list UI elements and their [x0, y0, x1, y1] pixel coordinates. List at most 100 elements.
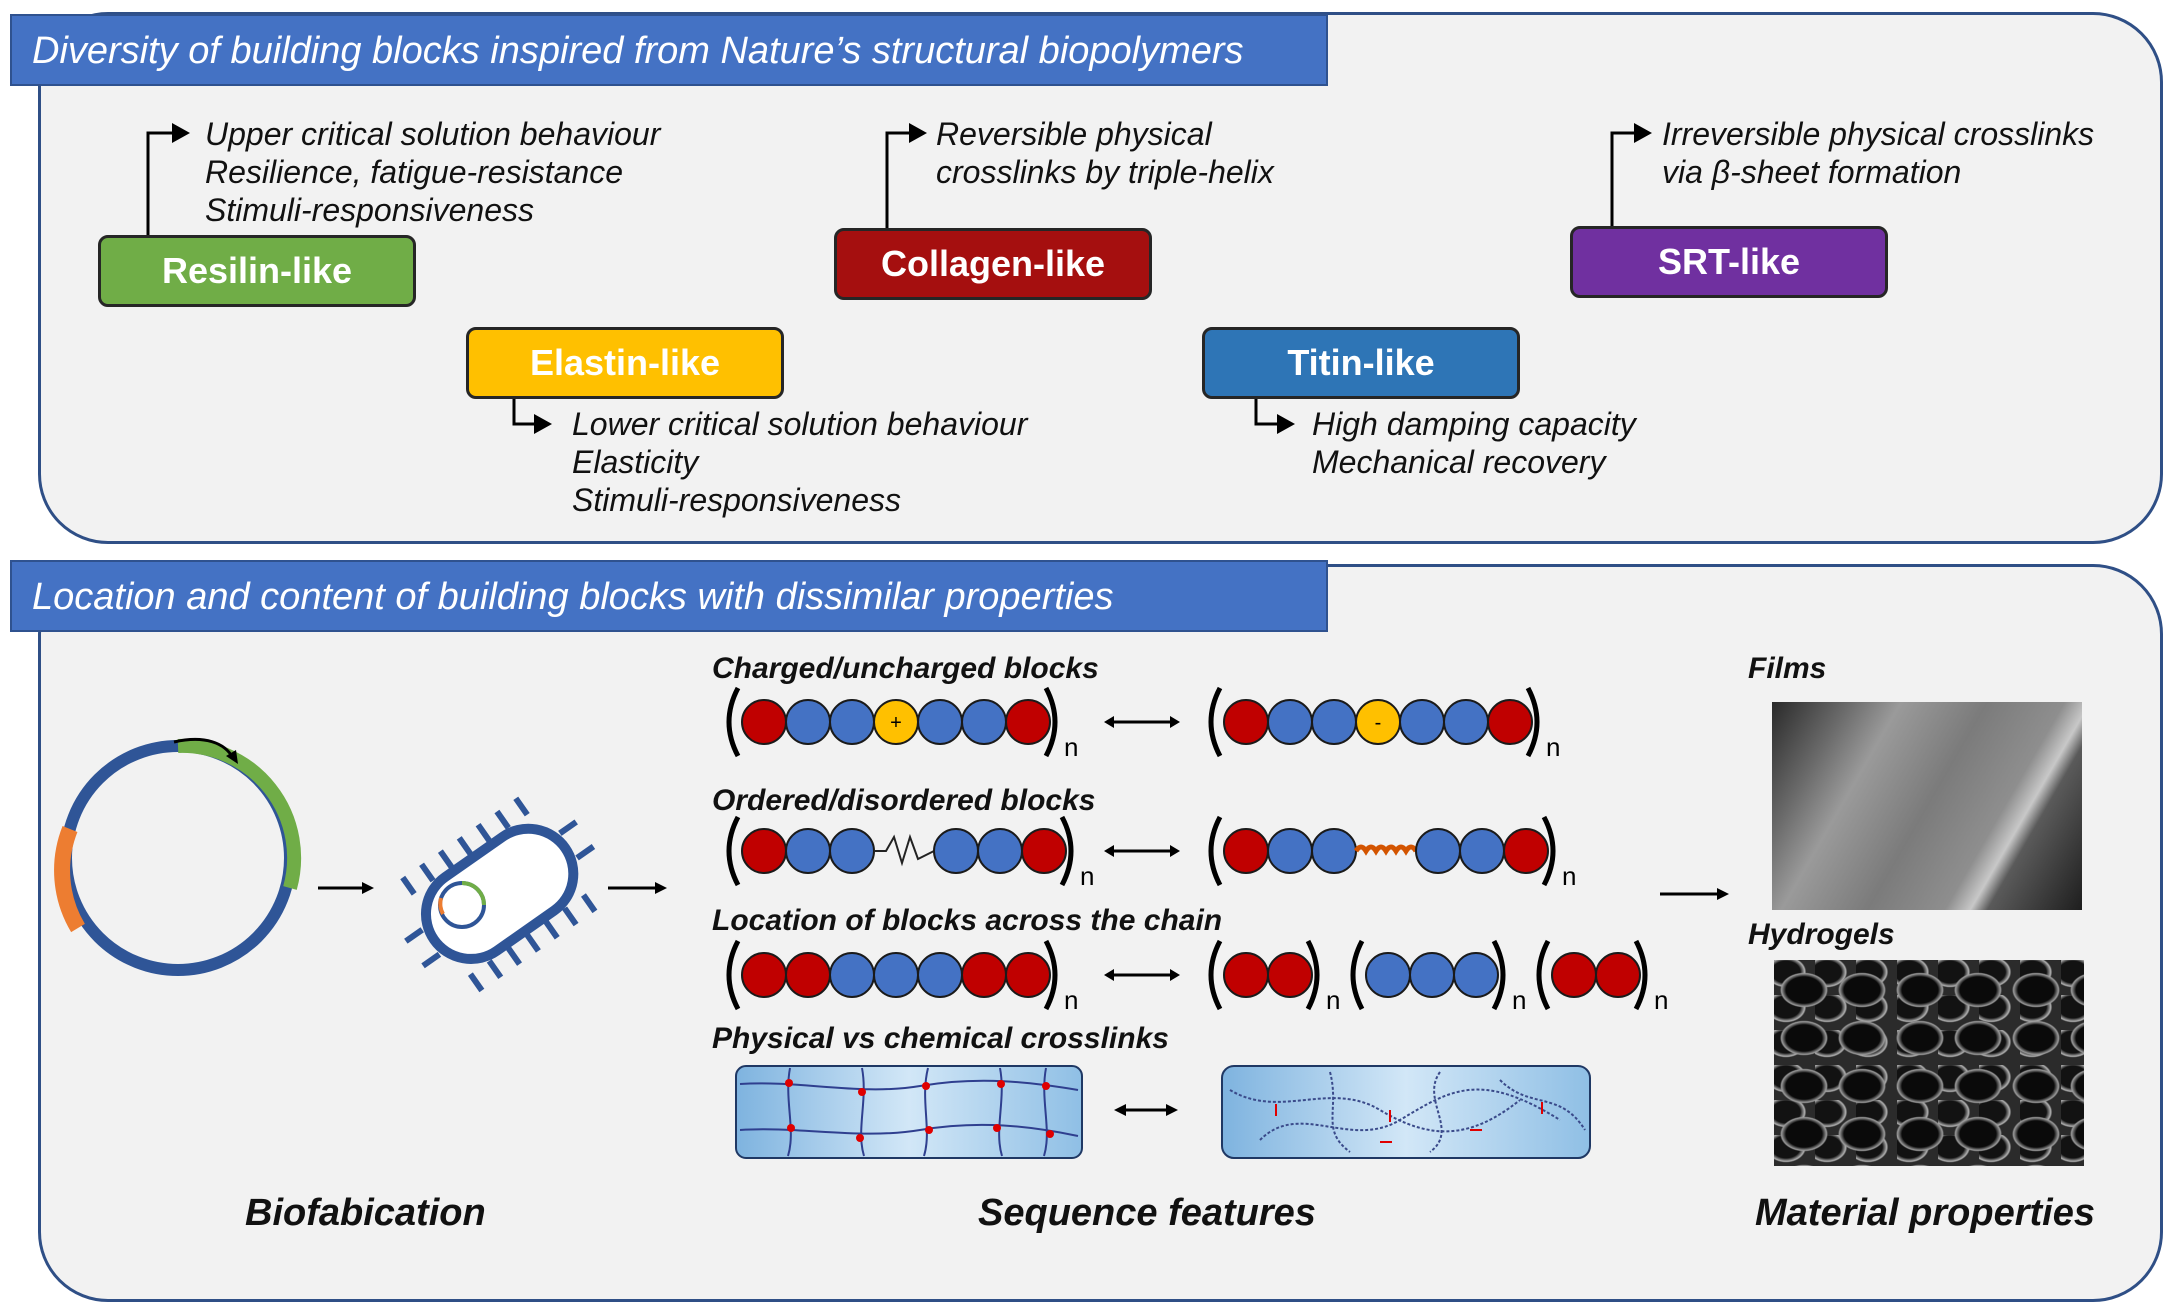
double-arrow-head [1170, 716, 1180, 728]
bead-blue [873, 952, 919, 998]
titin-desc-1: High damping capacity [1312, 406, 1636, 442]
repeat-subscript: n [1326, 985, 1340, 1015]
bead-red [1223, 952, 1269, 998]
cell-pilus [475, 822, 493, 843]
charged-blocks-label: Charged/uncharged blocks [712, 652, 1099, 685]
titin-arrowhead [1277, 414, 1295, 434]
cell-plasmid-marker [438, 897, 445, 915]
open-paren [726, 939, 741, 1011]
titin-like-block: Titin-like [1202, 327, 1520, 399]
ordered-linker [1353, 844, 1419, 856]
bead-blue [917, 952, 963, 998]
elastin-desc-3: Stimuli-responsiveness [572, 482, 902, 518]
charge-symbol: - [1375, 712, 1382, 734]
repeat-subscript: n [1064, 732, 1078, 762]
srt-like-block: SRT-like [1570, 226, 1888, 298]
bead-blue [1365, 952, 1411, 998]
bead-blue [1399, 699, 1445, 745]
hydrogels-label: Hydrogels [1748, 918, 1895, 951]
open-paren [1536, 939, 1551, 1011]
cell-pilus [456, 836, 474, 857]
cell-pilus [505, 946, 523, 966]
cell-pilus [562, 906, 579, 927]
bead-red [1223, 828, 1269, 874]
bead-blue [1459, 828, 1505, 874]
cell-pilus [419, 862, 436, 883]
crosslinks-label: Physical vs chemical crosslinks [712, 1022, 1169, 1055]
elastin-desc-2: Elasticity [572, 444, 699, 480]
bead-red [741, 699, 787, 745]
resilin-arrow [146, 131, 175, 235]
bead-red [1021, 828, 1067, 874]
bead-blue [1415, 828, 1461, 874]
cell-pilus [558, 819, 578, 836]
bead-red [1005, 699, 1051, 745]
elastin-description: Lower critical solution behaviour Elasti… [572, 405, 1027, 519]
elastin-arrowhead [534, 414, 552, 434]
stage-sequence-features: Sequence features [978, 1192, 1316, 1234]
chemical-crosslink-network [1221, 1065, 1591, 1159]
repeat-subscript: n [1080, 861, 1094, 891]
cell-pilus [543, 919, 560, 940]
collagen-desc-1: Reversible physical [936, 116, 1212, 152]
bead-red [961, 952, 1007, 998]
crosslink-double-arrow [1114, 1104, 1178, 1116]
bead-blue [1311, 828, 1357, 874]
close-paren [1305, 939, 1320, 1011]
double-arrow-head [1170, 845, 1180, 857]
location-blocks-label: Location of blocks across the chain [712, 904, 1223, 937]
bead-blue [1267, 828, 1313, 874]
resilin-desc-2: Resilience, fatigue-resistance [205, 154, 623, 190]
bead-blue [961, 699, 1007, 745]
resilin-like-block: Resilin-like [98, 235, 416, 307]
bead-blue [1453, 952, 1499, 998]
top-panel-title: Diversity of building blocks inspired fr… [10, 14, 1328, 86]
cell-pilus [467, 972, 485, 993]
close-paren [1043, 939, 1058, 1011]
bacterium-cell [400, 796, 598, 993]
double-arrow-head [1170, 969, 1180, 981]
bottom-panel-title: Location and content of building blocks … [10, 560, 1328, 632]
bead-red [785, 952, 831, 998]
collagen-arrow [885, 131, 912, 228]
elastin-like-block: Elastin-like [466, 327, 784, 399]
repeat-subscript: n [1654, 985, 1668, 1015]
open-paren [1350, 939, 1365, 1011]
bead-blue [1267, 699, 1313, 745]
bead-red [1487, 699, 1533, 745]
cell-pilus [513, 796, 530, 817]
close-paren [1059, 815, 1074, 887]
process-arrows [318, 882, 1729, 900]
disordered-linker [874, 833, 935, 867]
bead-blue [785, 828, 831, 874]
elastin-arrow [512, 399, 537, 426]
srt-desc-2: via β-sheet formation [1662, 154, 1962, 190]
srt-arrow [1610, 131, 1637, 226]
cell-pilus [400, 875, 417, 896]
repeat-subscript: n [1546, 732, 1560, 762]
open-paren [1208, 815, 1223, 887]
bottom-panel [38, 564, 2163, 1302]
bead-blue [1443, 699, 1489, 745]
plasmid [54, 737, 302, 976]
cell-plasmid-gene [461, 881, 486, 906]
elastin-desc-1: Lower critical solution behaviour [572, 406, 1028, 442]
titin-arrow [1254, 399, 1280, 426]
close-paren [1491, 939, 1506, 1011]
double-arrow-head [1104, 716, 1114, 728]
cell-pilus [580, 893, 598, 914]
resilin-arrowhead [172, 123, 190, 143]
open-paren [1208, 939, 1223, 1011]
hydrogels-micrograph [1774, 960, 2084, 1166]
bead-red [1267, 952, 1313, 998]
open-paren [1208, 686, 1223, 758]
cell-pilus [421, 951, 442, 969]
close-paren [1043, 686, 1058, 758]
bead-red [1503, 828, 1549, 874]
charge-symbol: + [890, 712, 902, 734]
cell-pilus [404, 927, 424, 944]
collagen-desc-2: crosslinks by triple-helix [936, 154, 1274, 190]
cell-pilus [486, 959, 504, 980]
